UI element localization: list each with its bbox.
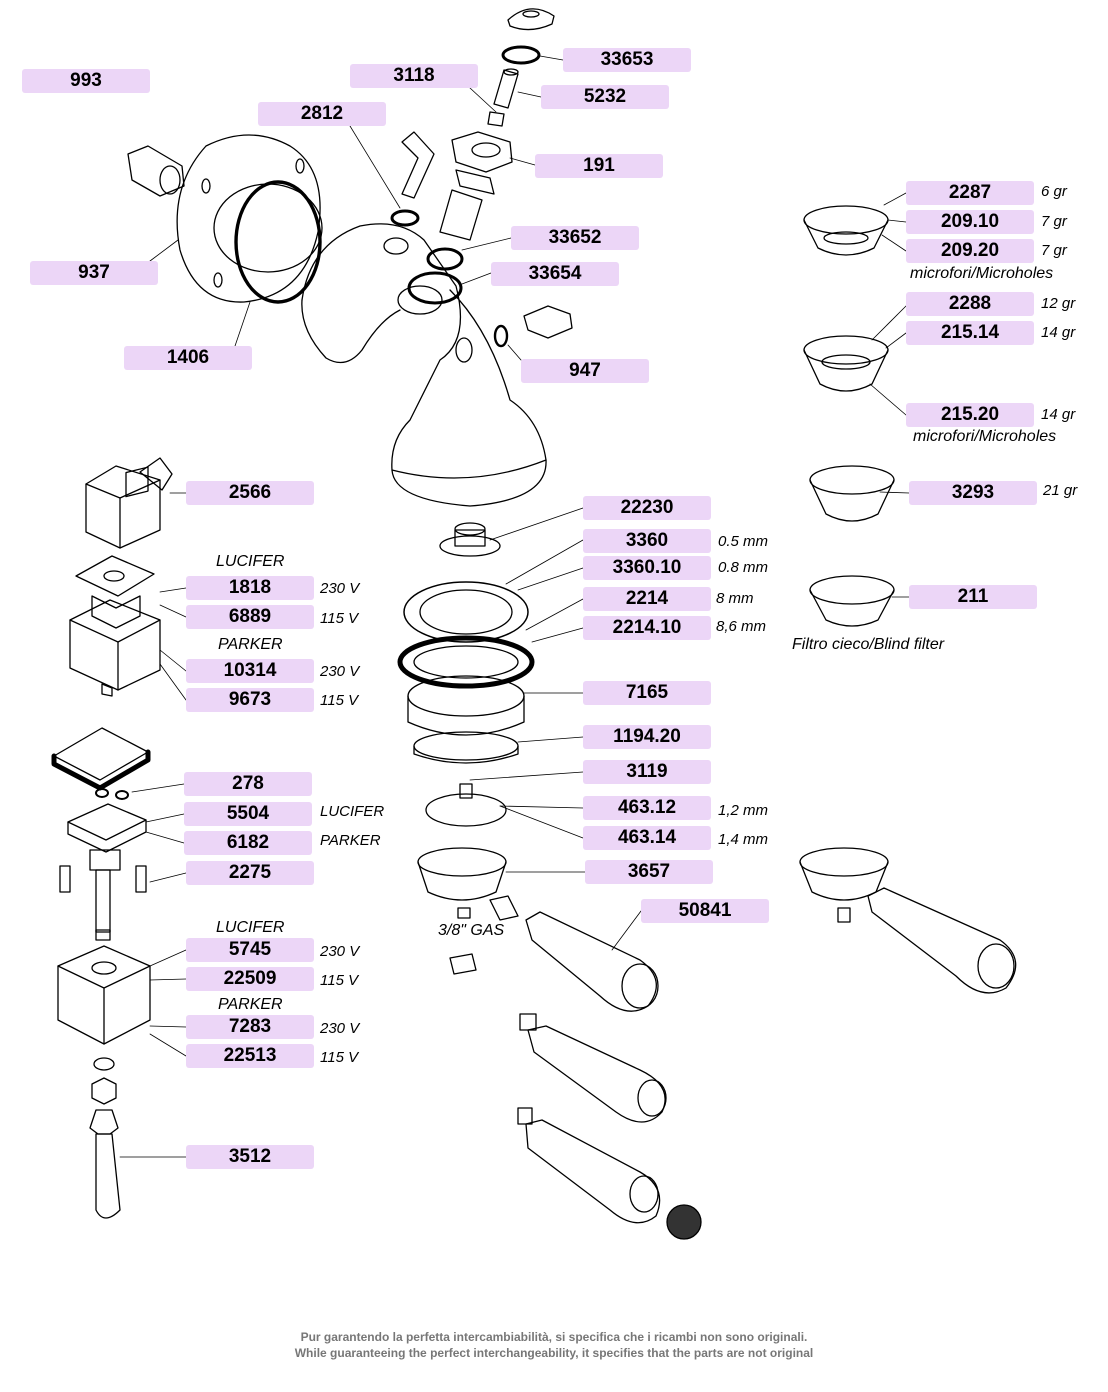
spec-note: 230 V — [320, 580, 360, 597]
part-label-2812: 2812 — [258, 102, 386, 126]
spec-note: 230 V — [320, 663, 360, 680]
part-label-209-20: 209.20 — [906, 239, 1034, 263]
solenoid-lower — [57, 945, 151, 1219]
part-label-33653: 33653 — [563, 48, 691, 72]
spec-note: 115 V — [320, 610, 359, 627]
part-label-993: 993 — [22, 69, 150, 93]
part-label-2214-10: 2214.10 — [583, 616, 711, 640]
part-label-5745: 5745 — [186, 938, 314, 962]
spec-note: PARKER — [320, 832, 381, 849]
spec-note: 0.5 mm — [718, 533, 769, 550]
part-label-191: 191 — [535, 154, 663, 178]
part-label-463-14: 463.14 — [583, 826, 711, 850]
part-label-50841: 50841 — [641, 899, 769, 923]
caption-text: LUCIFER — [216, 553, 285, 570]
part-label-6889: 6889 — [186, 605, 314, 629]
valve-body — [59, 803, 147, 941]
leader-lines — [119, 55, 910, 1158]
disclaimer-line-1: Pur garantendo la perfetta intercambiabi… — [300, 1330, 808, 1344]
part-label-6182: 6182 — [184, 831, 312, 855]
part-label-1406: 1406 — [124, 346, 252, 370]
caption-text: PARKER — [218, 636, 283, 653]
spec-note: 115 V — [320, 1049, 359, 1066]
spec-note: 230 V — [320, 1020, 360, 1037]
part-label-33652: 33652 — [511, 226, 639, 250]
part-label-2288: 2288 — [906, 292, 1034, 316]
part-label-3118: 3118 — [350, 64, 478, 88]
part-label-5232: 5232 — [541, 85, 669, 109]
spec-note: 7 gr — [1041, 242, 1067, 259]
spec-note: 1,4 mm — [718, 831, 769, 848]
filter-baskets — [803, 205, 895, 627]
portafilters — [417, 847, 1017, 1240]
spec-note: 7 gr — [1041, 213, 1067, 230]
part-label-211: 211 — [909, 585, 1037, 609]
part-label-22513: 22513 — [186, 1044, 314, 1068]
part-label-215-14: 215.14 — [906, 321, 1034, 345]
part-label-5504: 5504 — [184, 802, 312, 826]
part-label-3360-10: 3360.10 — [583, 556, 711, 580]
disclaimer-footer: Pur garantendo la perfetta intercambiabi… — [0, 1329, 1108, 1361]
spec-note: LUCIFER — [320, 803, 385, 820]
caption-text: microfori/Microholes — [913, 428, 1057, 445]
caption-text: microfori/Microholes — [910, 265, 1054, 282]
caption-text: PARKER — [218, 996, 283, 1013]
spec-note: 8 mm — [716, 590, 754, 607]
spec-note: 115 V — [320, 972, 359, 989]
spec-note: 1,2 mm — [718, 802, 769, 819]
spec-note: 21 gr — [1043, 482, 1078, 499]
gasket-and-orings — [51, 727, 151, 800]
spec-note: 115 V — [320, 692, 359, 709]
part-label-7165: 7165 — [583, 681, 711, 705]
part-label-937: 937 — [30, 261, 158, 285]
part-label-10314: 10314 — [186, 659, 314, 683]
part-label-2566: 2566 — [186, 481, 314, 505]
part-label-209-10: 209.10 — [906, 210, 1034, 234]
spec-note: 6 gr — [1041, 183, 1067, 200]
part-label-3657: 3657 — [585, 860, 713, 884]
part-label-3512: 3512 — [186, 1145, 314, 1169]
spec-note: 230 V — [320, 943, 360, 960]
part-label-1818: 1818 — [186, 576, 314, 600]
spec-note: 12 gr — [1041, 295, 1076, 312]
disclaimer-line-2: While guaranteeing the perfect interchan… — [294, 1346, 814, 1360]
caption-text: Filtro cieco/Blind filter — [792, 636, 945, 653]
caption-text: 3/8" GAS — [438, 922, 505, 939]
part-label-215-20: 215.20 — [906, 403, 1034, 427]
spec-note: 0.8 mm — [718, 559, 769, 576]
part-label-947: 947 — [521, 359, 649, 383]
part-label-2287: 2287 — [906, 181, 1034, 205]
part-label-33654: 33654 — [491, 262, 619, 286]
part-label-1194-20: 1194.20 — [583, 725, 711, 749]
spec-note: 14 gr — [1041, 406, 1076, 423]
part-label-2275: 2275 — [186, 861, 314, 885]
part-label-9673: 9673 — [186, 688, 314, 712]
shower-stack — [397, 522, 535, 827]
spec-note: 14 gr — [1041, 324, 1076, 341]
part-label-3119: 3119 — [583, 760, 711, 784]
solenoid-upper — [69, 555, 161, 697]
steam-valve-stack — [390, 8, 573, 348]
group-flange — [127, 134, 323, 304]
spec-note: 8,6 mm — [716, 618, 767, 635]
part-label-3360: 3360 — [583, 529, 711, 553]
part-label-3293: 3293 — [909, 481, 1037, 505]
part-label-463-12: 463.12 — [583, 796, 711, 820]
group-body — [301, 223, 547, 507]
coil-connector — [85, 457, 173, 549]
caption-text: LUCIFER — [216, 919, 285, 936]
part-label-2214: 2214 — [583, 587, 711, 611]
part-label-22230: 22230 — [583, 496, 711, 520]
part-label-7283: 7283 — [186, 1015, 314, 1039]
part-label-22509: 22509 — [186, 967, 314, 991]
part-label-278: 278 — [184, 772, 312, 796]
